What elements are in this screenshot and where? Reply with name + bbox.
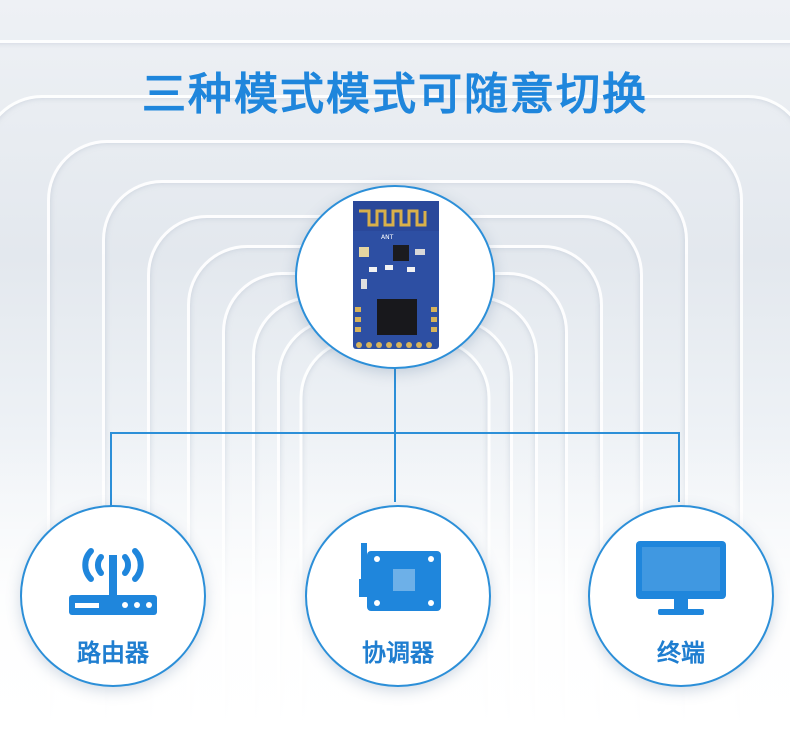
coordinator-mode-circle: 协调器 bbox=[305, 505, 491, 687]
svg-text:ANT: ANT bbox=[381, 234, 394, 241]
connector-right bbox=[678, 432, 680, 502]
terminal-label: 终端 bbox=[657, 639, 705, 667]
terminal-mode-circle: 终端 bbox=[588, 505, 774, 687]
router-label: 路由器 bbox=[77, 639, 149, 667]
monitor-icon bbox=[636, 541, 726, 615]
page-title: 三种模式模式可随意切换 bbox=[142, 69, 648, 120]
router-icon bbox=[69, 548, 157, 615]
connector-vertical-top bbox=[394, 363, 396, 433]
wireless-module-icon: ANT bbox=[353, 201, 439, 349]
coordinator-board-icon bbox=[359, 543, 441, 611]
connector-left bbox=[110, 432, 112, 512]
router-mode-circle: 路由器 bbox=[20, 505, 206, 687]
module-circle: ANT bbox=[295, 185, 495, 369]
connector-center bbox=[394, 432, 396, 502]
coordinator-label: 协调器 bbox=[362, 639, 434, 667]
